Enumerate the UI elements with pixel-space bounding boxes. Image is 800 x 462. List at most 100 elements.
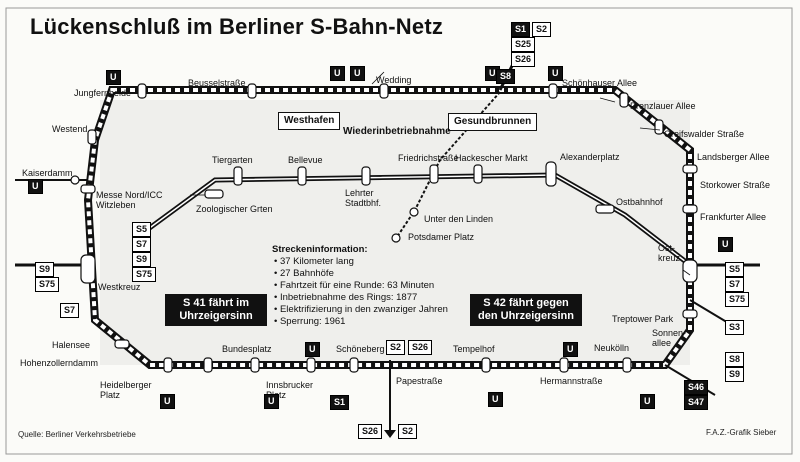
badge-s7-east: S7 [725,277,745,292]
badge-u-wedding-1: U [330,66,345,81]
station-beusselstrasse: Beusselstraße [188,78,246,88]
station-heidelberger: Heidelberger Platz [100,380,152,400]
marker-alexanderplatz [545,161,557,187]
station-halensee: Halensee [52,340,91,350]
marker-beusselstrasse [247,83,257,99]
source-note: Quelle: Berliner Verkehrsbetriebe [18,430,136,439]
marker-neukoelln [622,357,632,373]
badge-u-jungfernheide: U [106,70,121,85]
badge-s7-westkreuz: S7 [60,303,80,318]
marker-greifswalder [654,119,664,135]
badge-s47: S47 [684,395,709,410]
marker-hermannstrasse [559,357,569,373]
marker-frankfurter [682,204,698,214]
station-westkreuz: Westkreuz [98,282,141,292]
badge-s2-papestrasse: S2 [386,340,406,355]
badge-u-gesundbrunnen: U [485,66,500,81]
ring-track-inner [85,88,692,367]
badge-s7-west: S7 [132,237,152,252]
gesundbrunnen-box: Gesundbrunnen [448,113,538,131]
marker-westkreuz [80,254,96,284]
badge-s75-west: S75 [132,267,157,282]
station-hohenzollerndamm: Hohenzollerndamm [20,358,99,368]
badge-s26: S26 [511,52,536,67]
marker-westend [87,129,97,145]
badge-s8-north: S8 [496,69,516,84]
badge-s2-south: S2 [398,424,418,439]
station-ostbahnhof: Ostbahnhof [616,197,663,207]
marker-bundesplatz [250,357,260,373]
station-hermannstrasse: Hermannstraße [540,376,603,386]
station-unterdenlinden: Unter den Linden [424,214,494,224]
badge-u-hermannstrasse: U [563,342,578,357]
route-info-item: Elektrifizierung in den zwanziger Jahren [280,304,448,316]
station-friedrichstrasse: Friedrichstraße [398,153,459,163]
marker-halensee [114,339,130,349]
badge-s1-schoeneberg: S1 [330,395,350,410]
label-leaders [190,71,691,276]
route-info-item: 37 Kilometer lang [280,256,448,268]
station-messe: Messe Nord/ICC Witzleben [96,190,163,210]
badge-s9-east: S9 [725,367,745,382]
badge-u-frankfurter: U [718,237,733,252]
marker-schoeneberg [349,357,359,373]
station-kaiserdamm: Kaiserdamm [22,168,73,178]
wiederinbetriebnahme-label: Wiederinbetriebnahme [343,126,451,137]
station-schoenhauser: Schönhauser Allee [562,78,638,88]
station-alexanderplatz: Alexanderplatz [560,152,620,162]
marker-ostkreuz [682,259,698,283]
badge-s8-east: S8 [725,352,745,367]
station-lehrter: Lehrter Stadtbhf. [345,188,382,208]
station-ostkreuz: Ost-kreuz [658,243,681,263]
station-bellevue: Bellevue [288,155,323,165]
marker-kaiserdamm [70,175,80,185]
badge-s26-south: S26 [358,424,383,439]
marker-wedding [379,83,389,99]
station-landsberger: Landsberger Allee [697,152,770,162]
station-wedding: Wedding [376,75,412,85]
badge-s75-east: S75 [725,292,750,307]
station-neukoelln: Neukölln [594,343,630,353]
marker-landsberger [682,164,698,174]
marker-heidelberger [163,357,173,373]
marker-potsdamer [391,233,401,243]
route-info-item: Sperrung: 1961 [280,316,448,328]
marker-treptower [682,309,698,319]
station-schoeneberg: Schöneberg [336,344,385,354]
badge-s25: S25 [511,37,536,52]
badge-s26-papestrasse: S26 [408,340,433,355]
s42-direction-box: S 42 fährt gegen den Uhrzeigersinn [470,294,582,326]
map-frame [5,7,793,455]
station-westend: Westend [52,124,88,134]
badge-s3: S3 [725,320,745,335]
badge-u-innsbrucker: U [264,394,279,409]
badge-u-heidelberger: U [160,394,175,409]
marker-prenzlauer [619,92,629,108]
badge-u-schoenhauser: U [548,66,563,81]
map-title: Lückenschluß im Berliner S-Bahn-Netz [30,14,444,39]
station-papestrasse: Papestraße [396,376,443,386]
badge-u-bundesplatz: U [305,342,320,357]
marker-unterdenlinden [409,207,419,217]
marker-schoenhauser [548,83,558,99]
station-bundesplatz: Bundesplatz [222,344,272,354]
badge-s5-west: S5 [132,222,152,237]
marker-tempelhof [481,357,491,373]
marker-ostbahnhof [595,204,615,214]
marker-hohenzollerndamm [203,357,213,373]
route-info-item: 27 Bahnhöfe [280,268,448,280]
route-info-list: 37 Kilometer lang 27 Bahnhöfe Fahrtzeit … [272,256,448,328]
ring-station-markers [80,83,698,373]
marker-bellevue [297,166,307,186]
marker-tiergarten [233,166,243,186]
badge-u-kaiserdamm: U [28,179,43,194]
badge-s2: S2 [532,22,552,37]
badge-s1: S1 [511,22,531,37]
marker-hackescher [473,164,483,184]
marker-friedrichstrasse [429,164,439,184]
stadtbahn-station-markers [204,161,615,243]
marker-south-end [384,430,396,438]
badge-s46: S46 [684,380,709,395]
badge-s75-westkreuz: S75 [35,277,60,292]
